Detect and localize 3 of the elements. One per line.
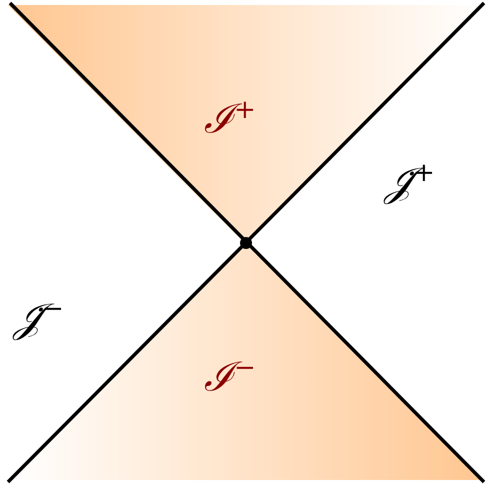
region-label: ℐ$^{+}$	[204, 97, 256, 140]
region-label: ℐ$^{−}$	[204, 355, 256, 398]
boundary-label: 𝒥̇$^{+}$	[385, 160, 435, 202]
